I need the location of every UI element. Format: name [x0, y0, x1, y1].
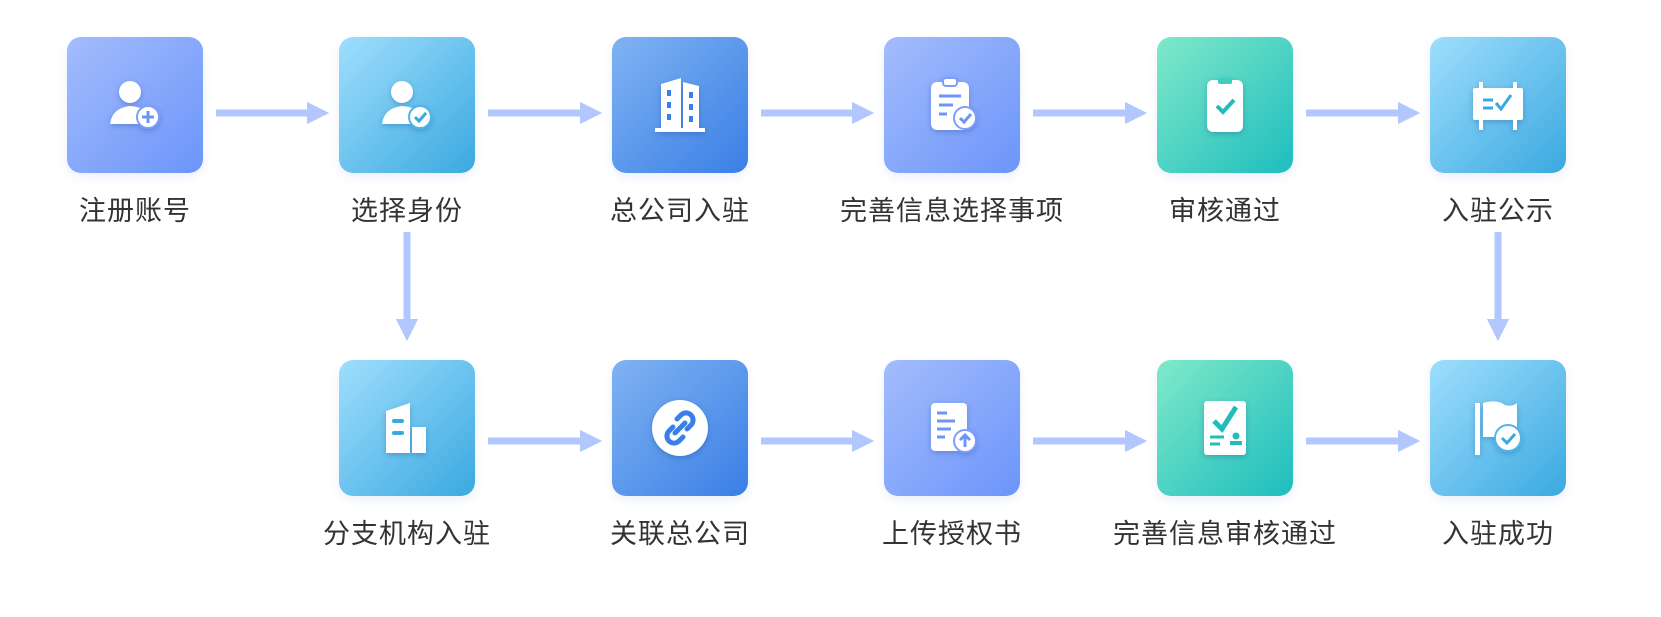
- building-icon: [655, 78, 705, 132]
- step-register: 注册账号: [67, 37, 203, 227]
- step-choose-identity: 选择身份: [339, 37, 475, 227]
- step-label: 入驻成功: [1442, 519, 1554, 550]
- user-add-icon: [110, 81, 160, 129]
- branch-building-icon: [386, 403, 426, 453]
- step-entry-success: 入驻成功: [1430, 360, 1566, 550]
- step-link-hq: 关联总公司: [610, 360, 749, 550]
- step-complete-info-review: 完善信息审核通过: [1113, 360, 1336, 550]
- step-complete-info-select: 完善信息选择事项: [840, 37, 1063, 227]
- step-label: 分支机构入驻: [323, 519, 491, 550]
- step-label: 入驻公示: [1442, 196, 1554, 227]
- flag-check-icon: [1475, 401, 1522, 455]
- certificate-stamp-icon: [1204, 401, 1246, 455]
- step-label: 总公司入驻: [610, 196, 750, 227]
- step-label: 选择身份: [351, 196, 463, 227]
- step-entry-publicity: 入驻公示: [1430, 37, 1566, 227]
- notice-board-icon: [1473, 82, 1523, 130]
- clipboard-check-icon: [931, 77, 977, 130]
- clipboard-tick-icon: [1207, 78, 1243, 132]
- step-review-passed: 审核通过: [1157, 37, 1293, 227]
- step-label: 注册账号: [79, 196, 191, 227]
- step-upload-authorization: 上传授权书: [882, 360, 1021, 550]
- step-label: 完善信息选择事项: [840, 196, 1064, 227]
- step-label: 审核通过: [1169, 196, 1281, 227]
- user-check-icon: [382, 81, 432, 129]
- document-upload-icon: [931, 403, 977, 453]
- step-label: 关联总公司: [610, 519, 750, 550]
- step-hq-entry: 总公司入驻: [610, 37, 749, 227]
- link-icon: [652, 400, 708, 456]
- step-label: 上传授权书: [882, 519, 1022, 550]
- step-branch-entry: 分支机构入驻: [323, 360, 490, 550]
- step-label: 完善信息审核通过: [1113, 519, 1337, 550]
